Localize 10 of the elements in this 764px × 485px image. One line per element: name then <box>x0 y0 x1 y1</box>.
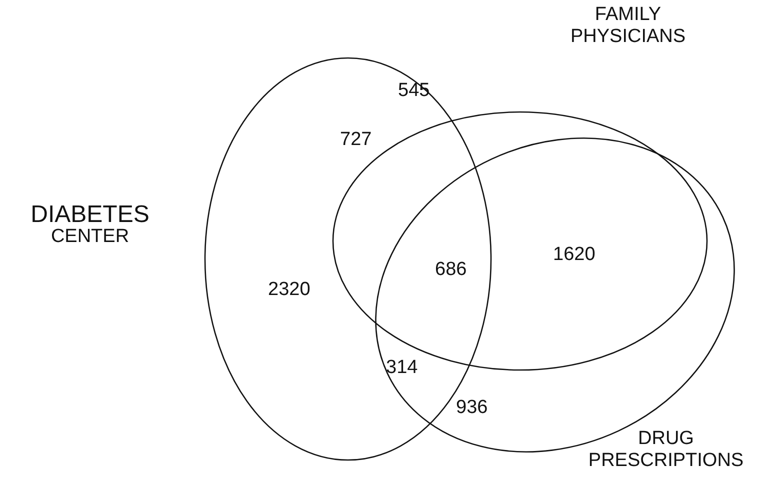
count-label: 314 <box>386 357 418 379</box>
set-label: FAMILY PHYSICIANS <box>569 4 687 48</box>
count-label: 545 <box>398 80 430 102</box>
count-label: 727 <box>340 129 372 151</box>
count-label: 1620 <box>553 244 596 266</box>
set-label: DIABETES CENTER <box>30 204 150 248</box>
set-label: DRUG PRESCRIPTIONS <box>587 428 745 472</box>
count-label: 2320 <box>268 279 310 301</box>
count-label: 936 <box>456 397 488 419</box>
count-label: 686 <box>435 259 467 281</box>
